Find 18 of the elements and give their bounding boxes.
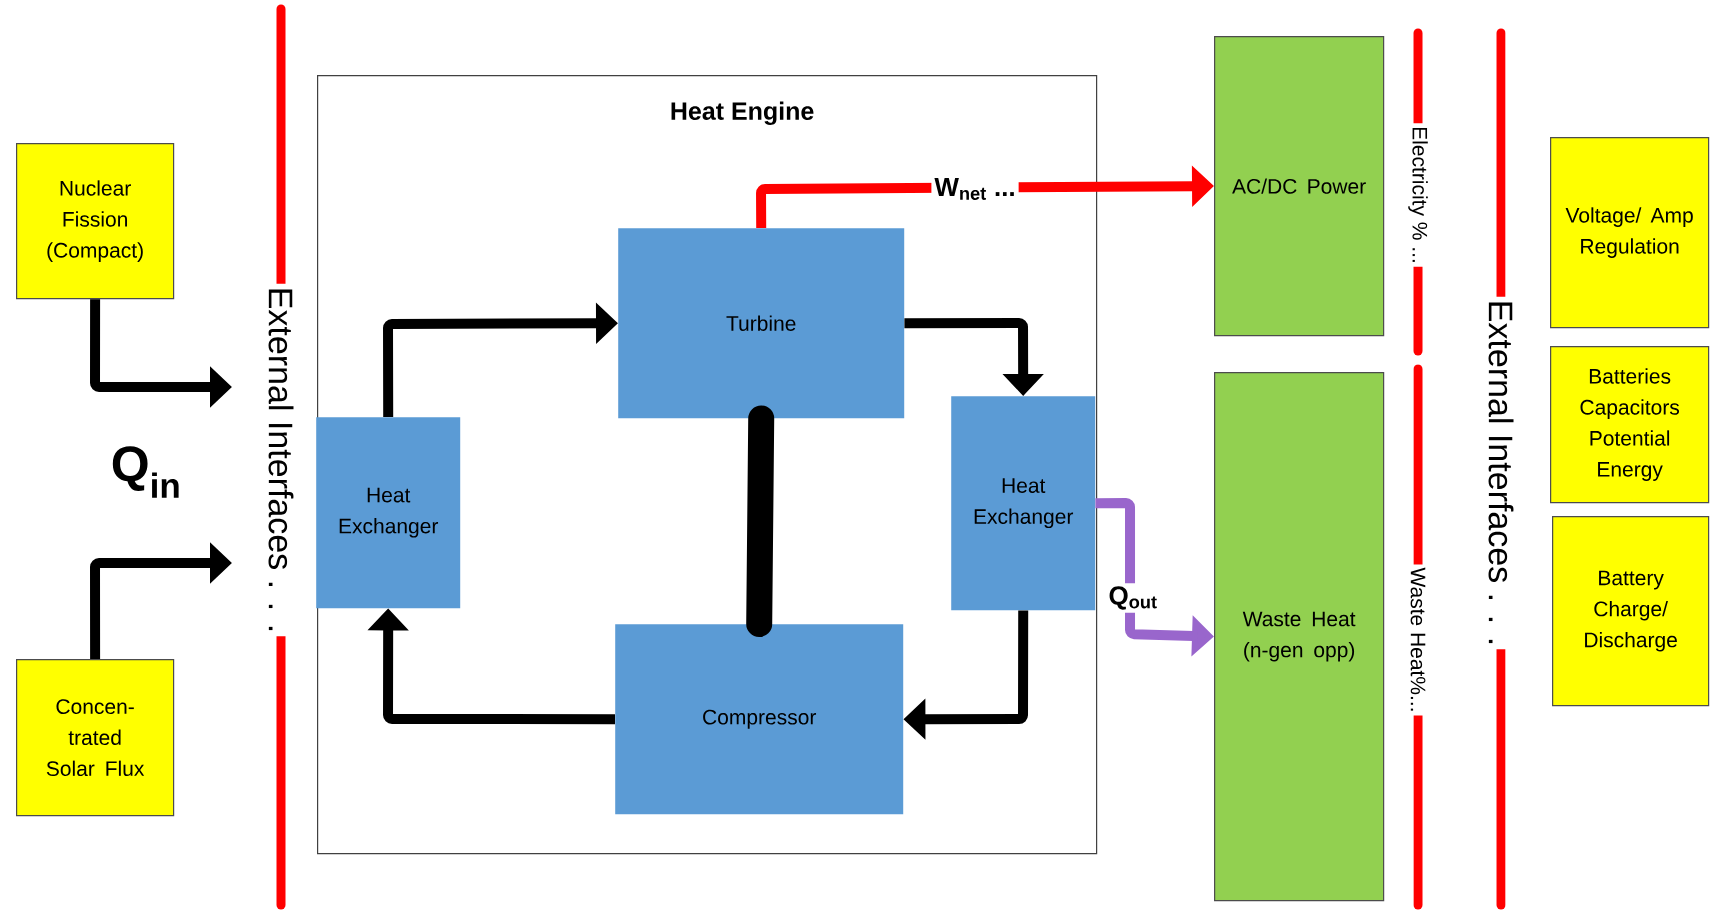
component-box: Heat Exchanger	[951, 396, 1096, 611]
component-box: Heat Exchanger	[316, 417, 461, 609]
source-box: Batteries Capacitors Potential Energy	[1550, 346, 1710, 504]
component-box: Compressor	[615, 624, 904, 815]
source-box: Voltage/ Amp Regulation	[1550, 137, 1710, 329]
source-box: Nuclear Fission (Compact)	[16, 143, 175, 300]
edge-label: W$_{net}$ ...	[931, 175, 1019, 203]
heat-input-label: Q$_{in}$	[107, 443, 185, 501]
source-box: Battery Charge/ Discharge	[1552, 516, 1710, 707]
vertical-label: External Interfaces . . .	[265, 283, 297, 637]
vertical-label: External Interfaces . . .	[1485, 296, 1517, 650]
source-box: Concen- trated Solar Flux	[16, 659, 175, 817]
output-box: Waste Heat (n-gen opp)	[1214, 372, 1385, 902]
edge-label: Q$_{out}$	[1105, 583, 1161, 613]
component-box: Turbine	[618, 228, 905, 419]
vertical-label: Electricity % ...	[1405, 123, 1431, 267]
output-box: AC/DC Power	[1214, 36, 1385, 337]
vertical-label: Waste Heat%...	[1407, 564, 1429, 716]
